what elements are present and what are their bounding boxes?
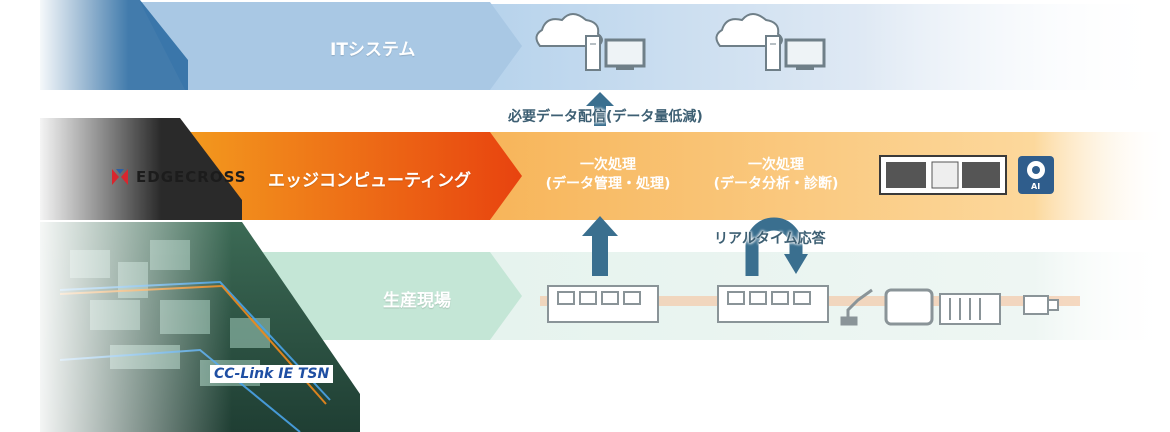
process-data-management: 一次処理 (データ管理・処理) bbox=[538, 156, 678, 194]
edge-band bbox=[490, 132, 1170, 220]
upload-arrow bbox=[586, 92, 614, 126]
edgecross-logo: EDGECROSS bbox=[110, 167, 247, 187]
monitor-icon bbox=[604, 38, 646, 70]
it-band bbox=[490, 4, 1170, 90]
process-data-analysis: 一次処理 (データ分析・診断) bbox=[706, 156, 846, 194]
edgecross-mark-icon bbox=[112, 169, 128, 185]
layer-label-edge: エッジコンピューティング bbox=[268, 171, 471, 191]
it-arrow bbox=[140, 2, 522, 90]
network-connector-icon bbox=[1023, 295, 1059, 315]
tablet-icon bbox=[884, 288, 934, 326]
cclink-wordmark: CC-Link IE TSN bbox=[210, 365, 334, 383]
edgecross-wordmark: EDGECROSS bbox=[136, 168, 247, 186]
controller-icon bbox=[879, 155, 1007, 195]
layer-label-field: 生産現場 bbox=[383, 291, 451, 311]
data-delivery-label: 必要データ配信(データ量低減) bbox=[508, 109, 703, 125]
controller-icon bbox=[717, 285, 829, 323]
monitor-icon bbox=[784, 38, 826, 70]
process-title: 一次処理 bbox=[580, 157, 636, 173]
process-detail: (データ管理・処理) bbox=[545, 176, 671, 192]
robot-arm-icon bbox=[840, 288, 873, 326]
server-icon bbox=[585, 35, 601, 71]
field-arrow bbox=[238, 252, 522, 340]
realtime-response-label: リアルタイム応答 bbox=[714, 231, 826, 247]
controller-icon bbox=[547, 285, 659, 323]
edge-arrow bbox=[185, 132, 522, 220]
process-title: 一次処理 bbox=[748, 157, 804, 173]
ai-badge-label: AI bbox=[1031, 182, 1041, 191]
server-icon bbox=[765, 35, 781, 71]
realtime-arrow bbox=[745, 217, 803, 276]
process-up-arrow bbox=[582, 216, 618, 276]
controller-icon bbox=[939, 293, 1001, 325]
process-detail: (データ分析・診断) bbox=[713, 176, 839, 192]
ai-icon bbox=[1018, 156, 1054, 194]
cclink-logo: CC-Link IE TSN bbox=[210, 365, 334, 383]
layer-label-it: ITシステム bbox=[330, 40, 416, 60]
